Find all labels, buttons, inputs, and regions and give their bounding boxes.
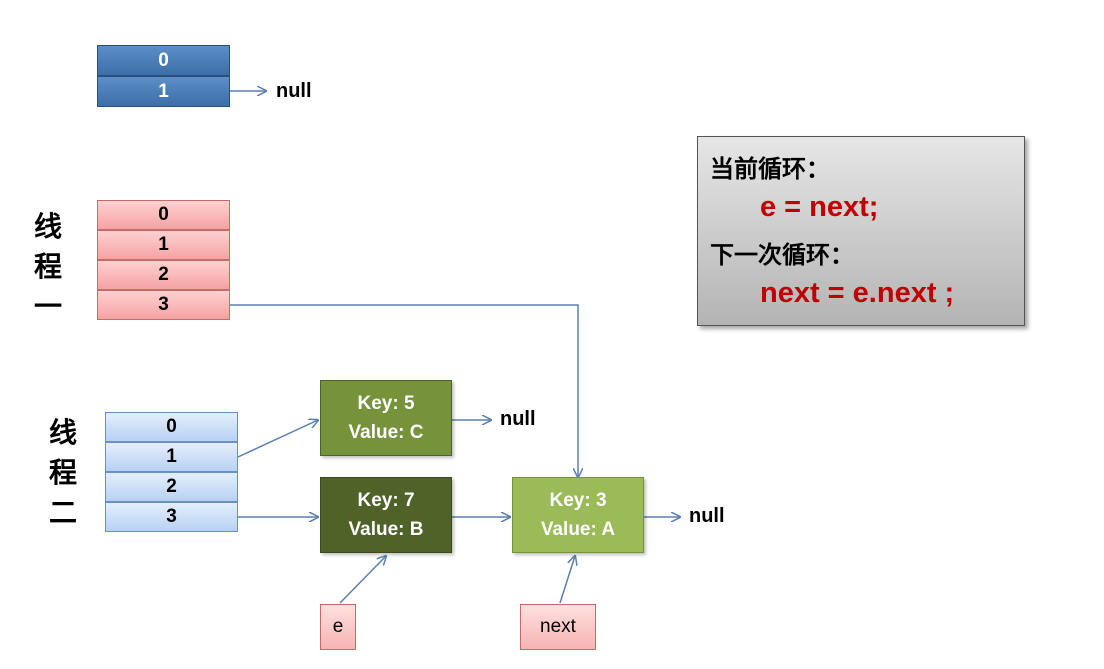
pointer-e: e xyxy=(320,604,356,650)
info-next-code: next = e.next ; xyxy=(760,277,955,309)
arrow-e-to-key7 xyxy=(339,556,386,604)
thread2-cell-1: 1 xyxy=(105,442,238,472)
arrow-next-to-key3 xyxy=(559,556,575,604)
node-key3-key: Key: 3 xyxy=(549,490,607,511)
info-current-heading: 当前循环： xyxy=(710,155,830,183)
thread2-label: 线 程 二 xyxy=(48,416,77,529)
thread1-cell-3: 3 xyxy=(97,290,230,320)
thread1-cell-0: 0 xyxy=(97,200,230,230)
node-key3-value: Value: A xyxy=(540,519,616,540)
pointer-next: next xyxy=(520,604,596,650)
node-key7: Key: 7 Value: B xyxy=(320,477,452,553)
thread2-cell-2: 2 xyxy=(105,472,238,502)
node-key7-value: Value: B xyxy=(348,519,424,540)
arrow-thread2-1-to-key5 xyxy=(237,420,318,458)
node-key7-key: Key: 7 xyxy=(357,490,415,511)
thread2-cell-3: 3 xyxy=(105,502,238,532)
node-key5-null-label: null xyxy=(500,408,536,430)
info-current-code: e = next; xyxy=(760,191,879,223)
node-key5: Key: 5 Value: C xyxy=(320,380,452,456)
node-key3: Key: 3 Value: A xyxy=(512,477,644,553)
top-null-label: null xyxy=(276,80,312,102)
node-key3-null-label: null xyxy=(689,505,725,527)
node-key5-key: Key: 5 xyxy=(357,393,415,414)
info-next-heading: 下一次循环： xyxy=(710,241,854,269)
top-array-cell-1: 1 xyxy=(97,76,230,107)
arrow-thread1-to-key3 xyxy=(230,304,578,477)
info-box: 当前循环： e = next; 下一次循环： next = e.next ; xyxy=(697,136,1025,326)
thread2-cell-0: 0 xyxy=(105,412,238,442)
thread1-label: 线 程 一 xyxy=(33,210,62,323)
thread1-cell-1: 1 xyxy=(97,230,230,260)
node-key5-value: Value: C xyxy=(348,422,424,443)
thread1-cell-2: 2 xyxy=(97,260,230,290)
top-array-cell-0: 0 xyxy=(97,45,230,76)
